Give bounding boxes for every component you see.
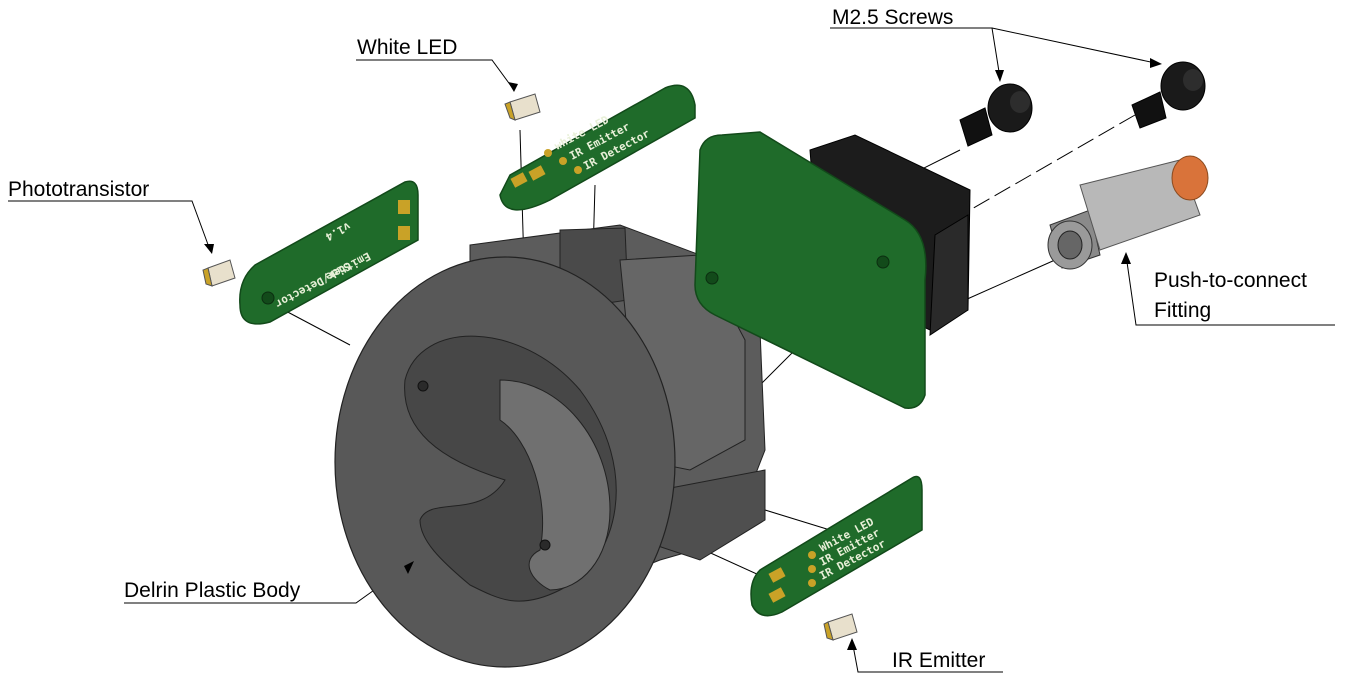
ir-emitter-component	[823, 613, 858, 641]
push-to-connect-label-line2: Fitting	[1154, 299, 1212, 322]
m25-screw-left	[959, 83, 1033, 147]
phototransistor-label: Phototransistor	[8, 178, 150, 201]
leader-arrowheads	[204, 58, 1162, 650]
ir-emitter-label: IR Emitter	[892, 649, 986, 672]
white-led-component	[504, 93, 541, 121]
mounting-plate-assembly	[694, 131, 971, 409]
side-pcb-board: Side Emitter/Detector v1.4	[239, 180, 419, 325]
bottom-pcb-board: White LED IR Emitter IR Detector	[750, 475, 923, 617]
white-led-label: White LED	[357, 36, 458, 59]
phototransistor-component	[202, 259, 236, 287]
delrin-body-label: Delrin Plastic Body	[124, 579, 301, 602]
push-to-connect-fitting	[1047, 155, 1209, 270]
m25-screw-right	[1131, 61, 1206, 129]
m25-screws-label: M2.5 Screws	[832, 6, 954, 29]
push-to-connect-label-line1: Push-to-connect	[1154, 269, 1307, 292]
top-pcb-board: white LED IR Emitter IR Detector	[499, 84, 696, 211]
